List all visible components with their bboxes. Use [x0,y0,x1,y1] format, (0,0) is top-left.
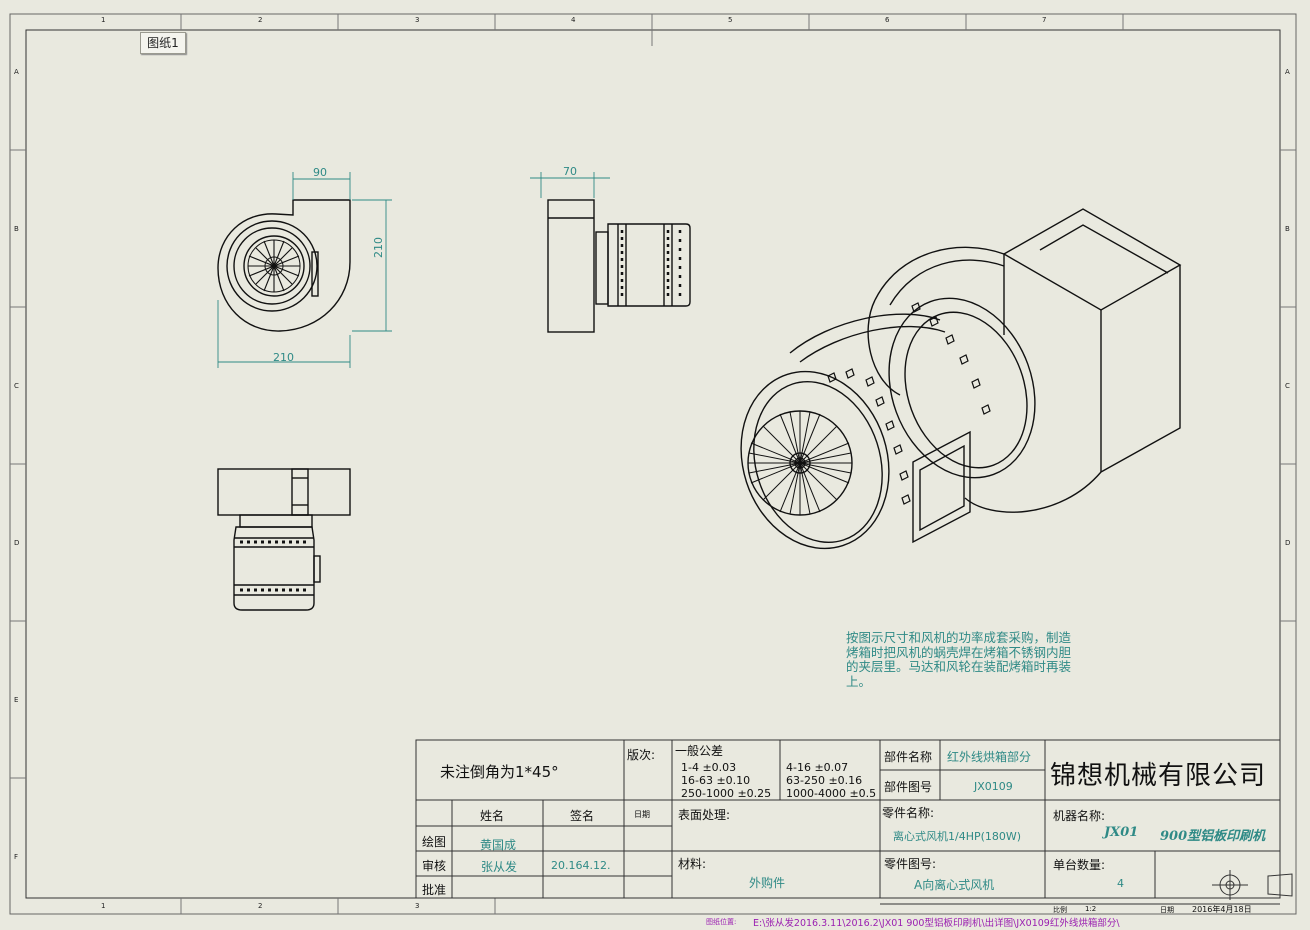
date-header: 日期 [634,810,650,819]
zone-letter: A [1285,68,1290,76]
scale-value: 1:2 [1085,905,1097,913]
isometric-view [740,208,1182,550]
file-path: E:\张从发2016.3.11\2016.2\JX01 900型铝板印刷机\出详… [753,918,1120,929]
zone-number: 7 [1042,16,1047,24]
dimension-label: 90 [313,166,327,179]
component-no-label: 零件图号: [884,857,937,871]
zone-letter: F [14,853,19,861]
dimension-label: 70 [563,165,577,178]
unit-qty-value: 4 [1117,877,1124,890]
tolerance-row: 250-1000 ±0.25 [681,787,772,800]
machine-name: 900型铝板印刷机 [1160,829,1266,844]
file-path-label: 图纸位置: [706,918,737,926]
company-name: 锦想机械有限公司 [1050,761,1267,791]
sign-header: 签名 [570,809,595,823]
zone-number: 2 [258,902,263,910]
part-name-value: 红外线烘箱部分 [947,750,1032,764]
surface-label: 表面处理: [678,808,731,822]
part-no-value: JX0109 [974,780,1013,793]
version-label: 版次: [627,748,656,762]
unit-qty-label: 单台数量: [1053,858,1106,872]
top-view [217,468,351,611]
machine-code: JX01 [1104,825,1139,840]
component-no-value: A向离心式风机 [914,878,995,892]
zone-letter: C [1285,382,1290,390]
general-tolerance-label: 一般公差 [675,744,724,758]
role-label: 绘图 [422,835,447,849]
tolerance-row: 1-4 ±0.03 [681,761,737,774]
tolerance-row: 63-250 ±0.16 [786,774,863,787]
zone-number: 1 [101,902,106,910]
zone-number: 3 [415,16,420,24]
part-name-label: 部件名称 [884,750,933,764]
zone-letter: A [14,68,19,76]
zone-number: 4 [571,16,576,24]
chamfer-note: 未注倒角为1*45° [440,763,559,781]
tolerance-row: 16-63 ±0.10 [681,774,751,787]
date-label: 日期 [1160,906,1174,914]
zone-number: 3 [415,902,420,910]
zone-number: 1 [101,16,106,24]
name-header: 姓名 [480,809,505,823]
dimension-label: 210 [273,351,294,364]
checker-sign: 20.164.12. [551,859,611,872]
tolerance-row: 4-16 ±0.07 [786,761,849,774]
part-no-label: 部件图号 [884,780,933,794]
zone-letter: E [14,696,19,704]
zone-number: 2 [258,16,263,24]
zone-letter: B [14,225,19,233]
zone-letter: D [14,539,20,547]
drawing-note: 按图示尺寸和风机的功率成套采购，制造烤箱时把风机的蜗壳焊在烤箱不锈钢内胆的夹层里… [846,630,1072,689]
front-view [217,199,351,332]
tolerance-row: 1000-4000 ±0.5 [786,787,877,800]
zone-number: 6 [885,16,890,24]
machine-name-label: 机器名称: [1053,809,1106,823]
zone-letter: D [1285,539,1291,547]
title-block-grid [415,739,1281,905]
zone-letter: B [1285,225,1290,233]
checker-name: 张从发 [481,860,518,874]
drafter-name: 黄国成 [480,838,517,852]
zone-letter: C [14,382,19,390]
sheet-tab[interactable]: 图纸1 [140,32,186,54]
component-name-value: 离心式风机1/4HP(180W) [893,830,1022,843]
dimension-label: 210 [372,237,385,258]
material-label: 材料: [678,857,707,871]
scale-label: 比例 [1053,906,1067,914]
zone-number: 5 [728,16,733,24]
role-label: 批准 [422,883,447,897]
component-name-label: 零件名称: [882,806,935,820]
projection-symbol [1212,870,1293,900]
side-view [547,199,691,333]
date-value: 2016年4月18日 [1192,905,1252,914]
material-value: 外购件 [749,876,786,890]
role-label: 审核 [422,859,447,873]
